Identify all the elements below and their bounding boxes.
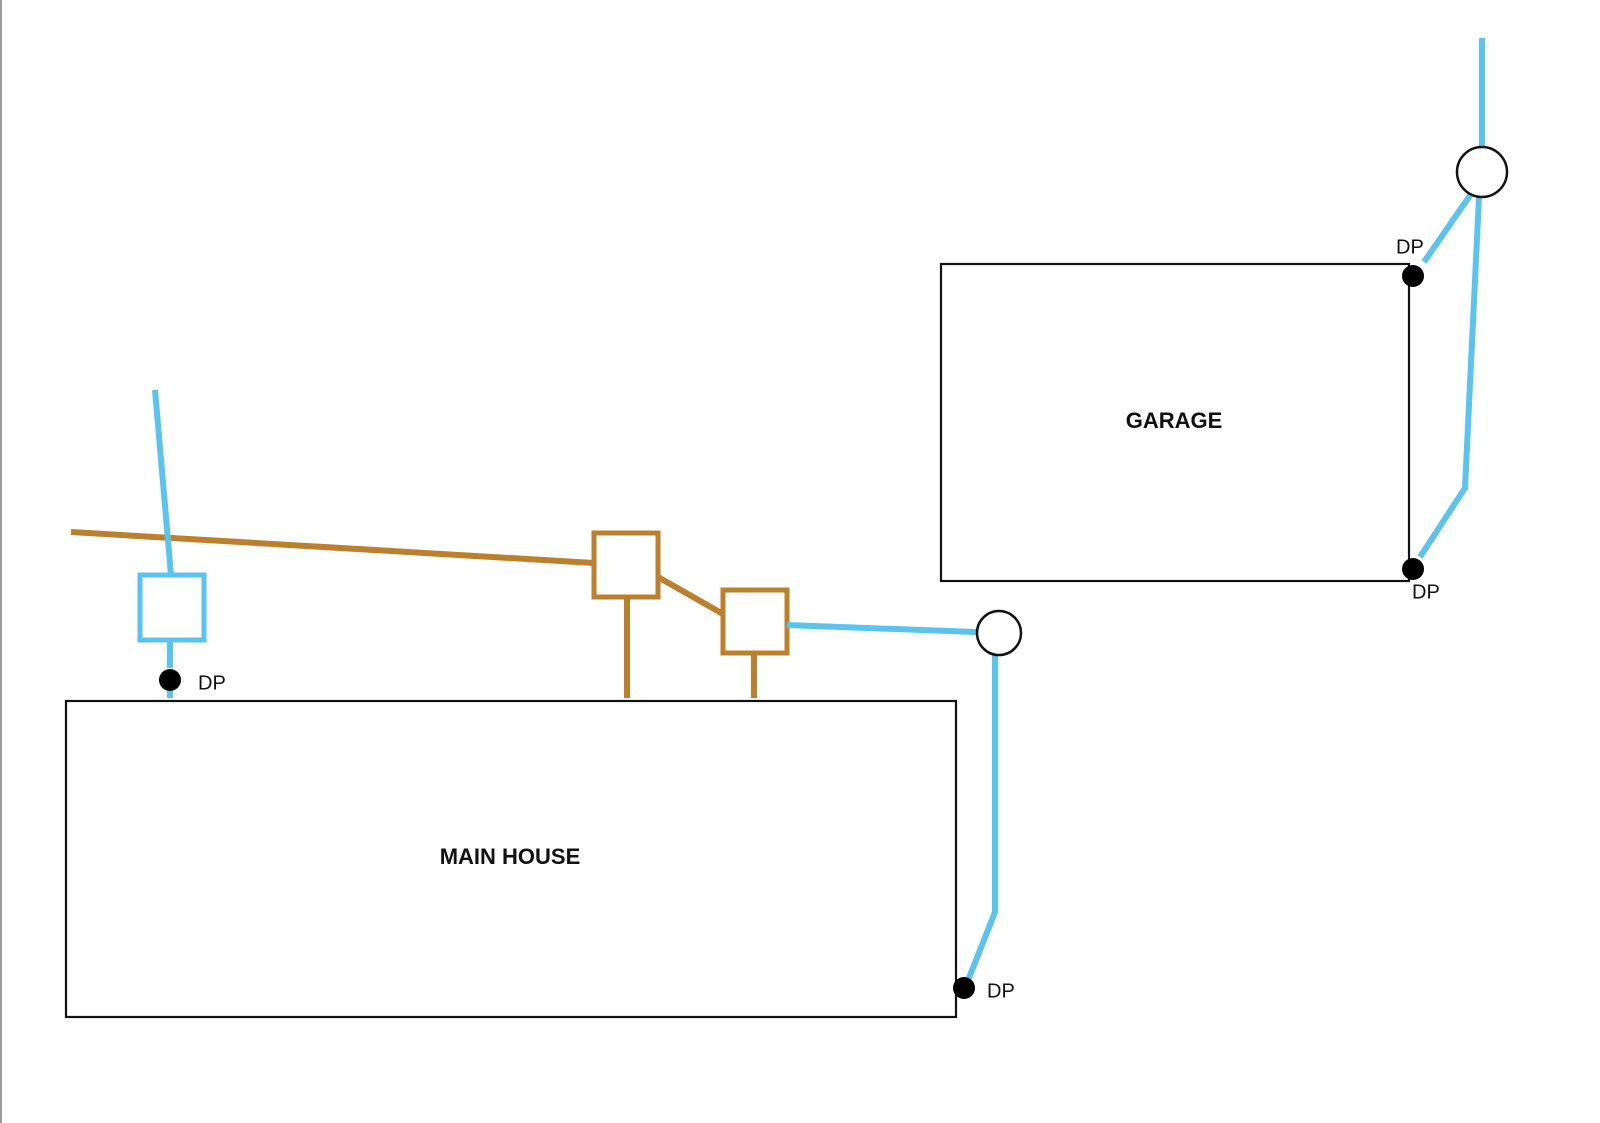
- downpipe-dot: [159, 669, 181, 691]
- dp-main-top: DP: [159, 669, 226, 694]
- junction-ring-house: [975, 609, 1023, 657]
- dp-garage-bottom-right: DP: [1402, 558, 1440, 603]
- storm-pit-box: [137, 572, 207, 643]
- main-house: MAIN HOUSE: [64, 699, 958, 1019]
- junction-ring-garage: [1455, 145, 1509, 199]
- sewer-inspection-box-2: [720, 587, 790, 656]
- downpipe-label: DP: [987, 980, 1015, 1002]
- dp-garage-top-right: DP: [1396, 236, 1424, 287]
- storm-line-garage-east: [1417, 196, 1482, 559]
- storm-line-house-east: [964, 652, 998, 985]
- storm-line-to-junction: [786, 622, 977, 635]
- garage: GARAGE: [939, 262, 1411, 583]
- downpipe-dot: [1402, 265, 1424, 287]
- sewer-link: [656, 574, 725, 617]
- downpipe-dot: [1402, 558, 1424, 580]
- sewer-main-line: [70, 529, 595, 566]
- dp-main-bottom-right: DP: [953, 977, 1015, 1002]
- downpipe-label: DP: [198, 672, 226, 694]
- garage-label: GARAGE: [1126, 408, 1223, 433]
- sewer-inspection-box-1: [591, 530, 661, 600]
- downpipe-label: DP: [1396, 236, 1424, 258]
- downpipe-label: DP: [1412, 581, 1440, 603]
- main-house-outline: [64, 699, 958, 1019]
- garage-outline: [939, 262, 1411, 583]
- storm-line-left-inlet: [152, 389, 174, 576]
- sewer-lines: [70, 529, 790, 698]
- main-house-label: MAIN HOUSE: [440, 844, 581, 869]
- storm-lines: [137, 38, 1485, 985]
- storm-line-garage-branch-top: [1421, 192, 1474, 264]
- downpipe-dot: [953, 977, 975, 999]
